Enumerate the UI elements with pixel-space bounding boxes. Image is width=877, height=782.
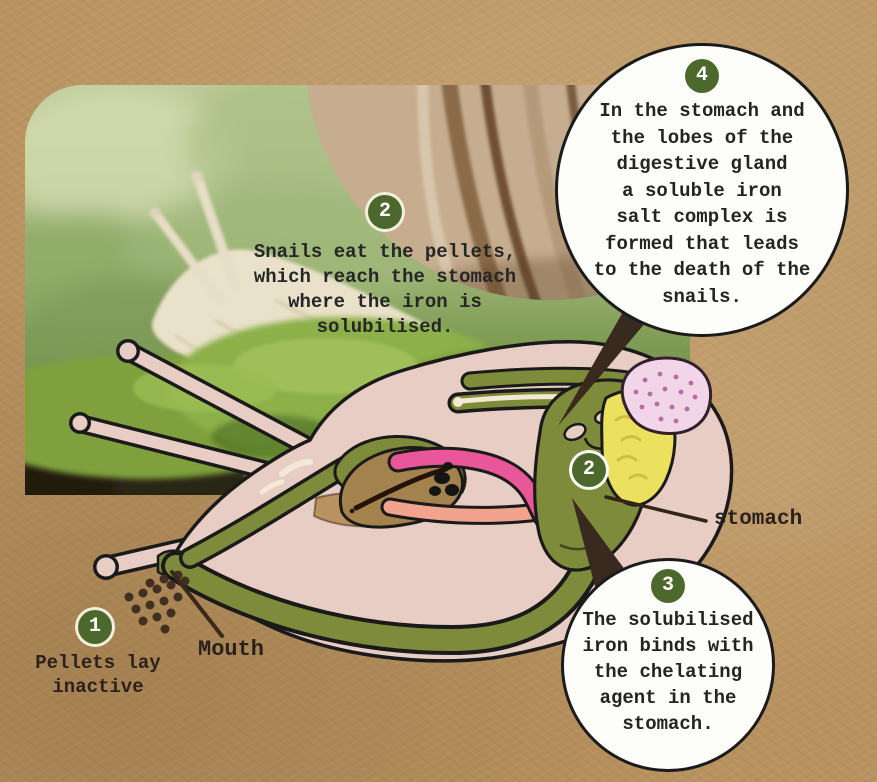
step1-badge: 1 xyxy=(78,610,112,644)
caption-line: Snails eat the pellets, xyxy=(253,241,517,263)
caption-line: solubilised. xyxy=(316,316,454,338)
caption-line: where the iron is xyxy=(288,291,482,313)
step4-text: In the stomach and the lobes of the dige… xyxy=(558,98,846,310)
callout-step3: 3 The solubilised iron binds with the ch… xyxy=(561,558,775,772)
mouth xyxy=(156,549,194,577)
step4-line: formed that leads xyxy=(605,232,799,255)
mouth-pointer-line xyxy=(170,570,224,638)
step4-line: snails. xyxy=(662,285,742,308)
step2-diagram-badge-number: 2 xyxy=(582,458,595,481)
stomach-label: stomach xyxy=(714,508,803,531)
step3-line: iron binds with xyxy=(582,635,754,657)
step3-badge: 3 xyxy=(651,569,685,603)
step4-line: digestive gland xyxy=(616,153,788,175)
step3-line: stomach. xyxy=(622,713,714,735)
step4-line: In the stomach and xyxy=(599,100,805,122)
mouth-label: Mouth xyxy=(198,637,265,662)
step1-badge-number: 1 xyxy=(88,615,101,638)
step2-diagram-badge: 2 xyxy=(572,453,606,487)
step4-badge-number: 4 xyxy=(695,64,708,87)
step1-line: Pellets lay xyxy=(35,652,161,674)
step2-badge: 2 xyxy=(368,195,402,229)
step4-line: a soluble iron xyxy=(622,179,782,202)
step4-line: to the death of the xyxy=(593,259,811,281)
callout-step4: 4 In the stomach and the lobes of the di… xyxy=(555,43,849,337)
step2-badge-number: 2 xyxy=(378,200,391,223)
step3-badge-number: 3 xyxy=(661,574,674,597)
pellets-cluster xyxy=(124,570,190,634)
step3-line: the chelating xyxy=(593,661,743,683)
esophagus-organ xyxy=(161,551,601,656)
step3-line: The solubilised xyxy=(582,609,754,631)
step2-caption: Snails eat the pellets, which reach the … xyxy=(215,240,555,340)
step1-line: inactive xyxy=(52,676,144,698)
step3-text: The solubilised iron binds with the chel… xyxy=(564,607,772,737)
step4-line: the lobes of the xyxy=(610,126,794,149)
step3-line: agent in the xyxy=(599,687,737,709)
body-gap xyxy=(312,491,406,528)
step4-line: salt complex is xyxy=(616,206,788,228)
step4-badge: 4 xyxy=(685,59,719,93)
stomach-pointer-line xyxy=(604,495,708,523)
step1-label: Pellets lay inactive xyxy=(22,651,174,699)
caption-line: which reach the stomach xyxy=(253,266,517,288)
